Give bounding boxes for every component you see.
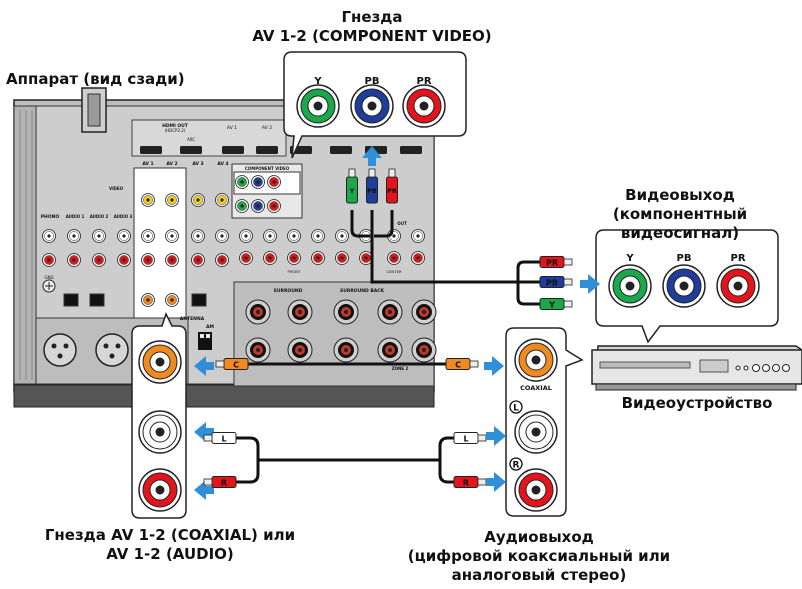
top-pr-jack: [402, 84, 446, 128]
top-pb-jack: [350, 84, 394, 128]
plug-pb-vertical: PB: [366, 168, 378, 204]
plug-pb-vertical-text: PB: [367, 187, 377, 195]
coax-audio-caption: Гнезда AV 1-2 (COAXIAL) или AV 1-2 (AUDI…: [20, 526, 320, 564]
dev-coax-jack: [514, 338, 558, 382]
dev-y-jack: [608, 264, 652, 308]
plug-pr-device: PR: [539, 256, 573, 268]
dev-left-label: L: [513, 404, 519, 414]
cables: [228, 210, 540, 484]
plug-l-device-text: L: [463, 435, 468, 444]
dev-pr-label: PR: [730, 253, 745, 264]
audio3-label: AUDIO 3: [114, 214, 133, 219]
video-out-caption: Видеовыход (компонентный видеосигнал): [560, 186, 800, 243]
plug-pb-device-text: PB: [546, 279, 558, 288]
plug-coax-receiver: C: [215, 358, 249, 370]
rear-view-caption: Аппарат (вид сзади): [6, 70, 185, 88]
top-title-line1: Гнезда: [341, 8, 403, 26]
dev-left-jack: [514, 410, 558, 454]
plug-pr-vertical-text: PR: [387, 187, 397, 195]
plug-y-device-text: Y: [548, 301, 555, 310]
top-y-label: Y: [313, 76, 322, 87]
video-out-line1: Видеовыход: [625, 186, 735, 204]
coax-right-arrow: [484, 356, 504, 376]
xlr-right: [95, 333, 129, 367]
plug-r-device-text: R: [463, 479, 469, 488]
top-up-arrow: [362, 146, 382, 166]
plug-y-vertical: Y: [346, 168, 358, 204]
video-out-line2: (компонентный видеосигнал): [612, 205, 748, 242]
plug-pr-device-text: PR: [546, 259, 558, 268]
dev-y-label: Y: [625, 253, 634, 264]
rcv-left-jack: [138, 410, 182, 454]
top-pr-label: PR: [416, 76, 431, 87]
coax-audio-line2: AV 1-2 (AUDIO): [106, 545, 234, 563]
dev-right-label: R: [513, 461, 520, 471]
rcv-right-jack: [138, 468, 182, 512]
audio-left-arrow-r: [194, 480, 214, 500]
top-y-jack: [296, 84, 340, 128]
rcv-coax-jack: [138, 340, 182, 384]
coax-left-arrow: [194, 356, 214, 376]
hdmi-av2-label: AV 2: [262, 125, 272, 131]
av3-label: AV 3: [192, 161, 203, 167]
audio-right-arrow-l: [486, 426, 506, 446]
am-label: AM: [206, 324, 214, 330]
audio-out-line3: аналоговый стерео): [451, 566, 627, 584]
plug-y-vertical-text: Y: [349, 187, 355, 195]
top-title-line2: AV 1-2 (COMPONENT VIDEO): [252, 27, 492, 45]
plug-y-device: Y: [539, 298, 573, 310]
video-right-arrow: [580, 274, 600, 294]
xlr-left: [43, 333, 77, 367]
center-label: CENTER: [386, 269, 402, 274]
av4-label: AV 4: [217, 161, 228, 167]
antenna-label: ANTENNA: [180, 316, 205, 322]
audio-out-line2: (цифровой коаксиальный или: [407, 547, 671, 565]
audio-out-line1: Аудиовыход: [484, 528, 594, 546]
audio-out-caption: Аудиовыход (цифровой коаксиальный или ан…: [404, 528, 674, 585]
plug-coax-device: C: [445, 358, 479, 370]
dev-coaxial-label: COAXIAL: [520, 384, 552, 392]
dev-pr-jack: [716, 264, 760, 308]
top-title: Гнезда AV 1-2 (COMPONENT VIDEO): [250, 8, 494, 46]
plug-pr-vertical: PR: [386, 168, 398, 204]
zone2-label: ZONE 2: [392, 366, 409, 371]
hdmi-sub-label: (HDCP2.2): [165, 128, 186, 133]
plug-l-receiver-text: L: [221, 435, 226, 444]
phono-label: PHONO: [41, 214, 60, 220]
hdmi-av1-label: AV 1: [227, 125, 237, 131]
dev-pb-label: PB: [677, 253, 692, 264]
audio-left-arrow-l: [194, 422, 214, 442]
plug-coax-receiver-text: C: [233, 361, 239, 370]
plug-coax-device-text: C: [455, 361, 461, 370]
av2-label: AV 2: [166, 161, 177, 167]
surround-label: SURROUND: [274, 288, 303, 294]
plug-l-receiver: L: [203, 432, 237, 444]
hdmi-arc-label: ARC: [187, 137, 195, 142]
hdmi-out-label: HDMI OUT: [162, 123, 189, 129]
component-video-label: COMPONENT VIDEO: [245, 166, 290, 171]
out-label: OUT: [397, 221, 407, 226]
plug-l-device: L: [453, 432, 487, 444]
dev-pb-jack: [662, 264, 706, 308]
plug-r-receiver-text: R: [221, 479, 227, 488]
coax-audio-line1: Гнезда AV 1-2 (COAXIAL) или: [44, 526, 296, 544]
plug-pb-device: PB: [539, 276, 573, 288]
video-label: VIDEO: [109, 186, 124, 191]
plug-r-device: R: [453, 476, 487, 488]
audio-right-arrow-r: [486, 472, 506, 492]
top-pb-label: PB: [365, 76, 380, 87]
dev-right-jack: [514, 468, 558, 512]
audio2-label: AUDIO 2: [90, 214, 109, 219]
av1-label: AV 1: [142, 161, 153, 167]
audio1-label: AUDIO 1: [66, 214, 85, 219]
plug-r-receiver: R: [203, 476, 237, 488]
gnd-label: GND: [44, 275, 53, 280]
video-device: [591, 345, 802, 391]
video-device-caption: Видеоустройство: [621, 394, 773, 412]
surround-back-label: SURROUND BACK: [340, 288, 385, 294]
front-label: FRONT: [288, 269, 302, 274]
